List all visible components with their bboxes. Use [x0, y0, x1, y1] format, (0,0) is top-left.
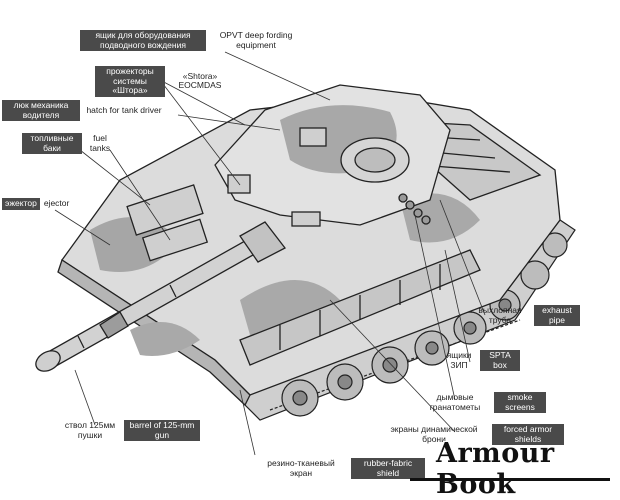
label-smoke-en: smoke screens	[494, 392, 546, 413]
label-era: экраны динамической брони forced armor s…	[380, 424, 564, 445]
label-driver-en: hatch for tank driver	[86, 104, 162, 115]
label-opvt: ящик для оборудования подводного вождени…	[80, 30, 302, 51]
label-driver: люк механика водителя hatch for tank dri…	[2, 100, 164, 121]
label-spta: ящики ЗИП SPTA box	[442, 350, 520, 371]
watermark-underline	[410, 478, 610, 481]
label-barrel-en: barrel of 125-mm gun	[124, 420, 200, 441]
smoke-launchers	[398, 193, 431, 225]
label-shtora-en: «Shtora» EOCMDAS	[178, 70, 222, 91]
label-fuel: топливные баки fuel tanks	[22, 133, 114, 154]
label-rubber-en: rubber-fabric shield	[351, 458, 425, 479]
label-exhaust: выхлопная труба exhaust pipe	[470, 305, 580, 326]
leader-lines	[54, 51, 486, 456]
label-spta-ru: ящики ЗИП	[446, 350, 472, 370]
label-barrel: ствол 125мм пушки barrel of 125-mm gun	[60, 420, 200, 441]
label-spta-en: SPTA box	[480, 350, 520, 371]
label-exhaust-ru: выхлопная труба	[478, 305, 522, 325]
label-fuel-en: fuel tanks	[89, 133, 111, 153]
label-smoke-ru: дымовые гранатометы	[429, 392, 481, 412]
label-opvt-ru: ящик для оборудования подводного вождени…	[80, 30, 206, 51]
label-driver-ru: люк механика водителя	[2, 100, 80, 121]
label-rubber-ru: резино-тканевый экран	[267, 458, 335, 478]
label-shtora-ru: прожекторы системы «Штора»	[95, 66, 165, 97]
gun-barrel	[35, 221, 286, 372]
tank-turret	[214, 84, 451, 227]
label-exhaust-en: exhaust pipe	[534, 305, 580, 326]
label-barrel-ru: ствол 125мм пушки	[64, 420, 116, 440]
label-shtora: прожекторы системы «Штора» «Shtora» EOCM…	[95, 66, 231, 97]
watermark-logo: Armour Book	[436, 438, 555, 500]
label-ejector-en: ejector	[43, 198, 70, 208]
label-ejector: эжектор ejector	[2, 198, 69, 210]
label-rubber: резино-тканевый экран rubber-fabric shie…	[255, 458, 425, 479]
label-ejector-ru: эжектор	[2, 198, 40, 210]
label-fuel-ru: топливные баки	[22, 133, 82, 154]
label-era-en: forced armor shields	[492, 424, 564, 445]
label-smoke: дымовые гранатометы smoke screens	[420, 392, 546, 413]
label-opvt-en: OPVT deep fording equipment	[219, 30, 293, 50]
label-era-ru: экраны динамической брони	[390, 424, 478, 444]
